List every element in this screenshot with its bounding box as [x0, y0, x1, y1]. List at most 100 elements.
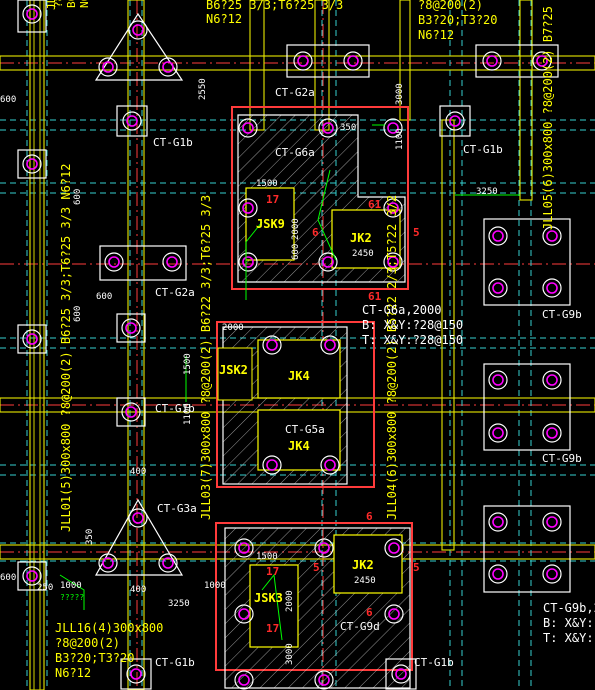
note-g9b-line3: T: X&Y:?2: [543, 631, 595, 645]
beam-label-left-vertical: JLL01(5)300x800 ?8@200(2) B6?25 3/3;T6?2…: [59, 164, 73, 532]
pile-circle: [262, 455, 282, 475]
pile-circle: [121, 318, 141, 338]
pile-circle: [532, 51, 552, 71]
mark-6-a: 6: [312, 226, 319, 239]
beam-label-bottom-left-3: B3?20;T3?20: [55, 651, 134, 665]
dim-600-left-c: 600: [96, 292, 112, 302]
beam-label-bottom-left-4: N6?12: [55, 666, 91, 680]
pit-label-jk2-top: JK2: [350, 231, 372, 245]
pile-circle: [98, 553, 118, 573]
beam-label-bottom-left-1: JLL16(4)300x800: [55, 621, 163, 635]
cap-label-g1b-right: CT-G1b: [463, 143, 503, 156]
pile-circle: [318, 118, 338, 138]
cap-label-g1b-left: CT-G1b: [153, 136, 193, 149]
dim-250: 250: [37, 583, 53, 593]
mark-5-a: 5: [413, 226, 420, 239]
pit-label-jk4-top: JK4: [288, 369, 310, 383]
piles: [22, 4, 562, 690]
dim-2000-mid: 2000: [222, 323, 244, 333]
pile-circle: [238, 252, 258, 272]
dim-1500-top: 1500: [256, 179, 278, 189]
pile-circle: [384, 538, 404, 558]
cap-label-g2a-top: CT-G2a: [275, 86, 315, 99]
cap-label-g9b-mid: CT-G9b: [542, 452, 582, 465]
beam-label-top-left-3: B6?25: [65, 0, 78, 8]
cap-label-g1b-lower: CT-G1b: [155, 402, 195, 415]
pile-circle: [383, 252, 403, 272]
leader-lines: [59, 124, 520, 641]
beam-label-top-left-2: ?8@20: [52, 0, 65, 8]
pile-circle: [158, 553, 178, 573]
pile-caps: [17, 0, 571, 690]
pit-label-jsk2: JSK2: [219, 363, 248, 377]
pile-circle: [238, 198, 258, 218]
pile-circle: [128, 508, 148, 528]
pile-circle: [542, 564, 562, 584]
dim-1100-mid: 1100: [183, 403, 193, 425]
cap-label-g6a: CT-G6a: [275, 146, 315, 159]
mark-17-b: 17: [266, 565, 279, 578]
pile-circle: [98, 57, 118, 77]
pile-circle: [488, 564, 508, 584]
mark-6-c: 6: [366, 606, 373, 619]
dim-3000-top: 3000: [395, 83, 405, 105]
dim-400-a: 400: [130, 467, 146, 477]
beam-label-mid-vertical-1: JLL03(7)300x800 ?8@200(2) B6?22 3/3;T6?2…: [199, 195, 213, 520]
pit-jsk9: [245, 187, 295, 261]
pile-circle: [320, 455, 340, 475]
pile-circle: [320, 335, 340, 355]
note-g6a-line3: T: X&Y:?28@150: [362, 333, 463, 347]
dim-1100-top: 1100: [395, 128, 405, 150]
note-g9b-line1: CT-G9b,2: [543, 601, 595, 615]
pile-circle: [542, 370, 562, 390]
beam-label-top-right-3: N6?12: [418, 28, 454, 42]
pile-circle: [488, 278, 508, 298]
green-note: ?????: [60, 593, 84, 602]
pile-circle: [104, 252, 124, 272]
highlight-top: [231, 106, 409, 290]
dim-600-left-a: 600: [0, 95, 16, 105]
pile-circle: [384, 604, 404, 624]
pile-circle: [158, 57, 178, 77]
beam-label-bottom-left-2: ?8@200(2): [55, 636, 120, 650]
beam-label-top-right-2: B3?20;T3?20: [418, 13, 497, 27]
dim-600-jsk9: 600: [291, 244, 301, 260]
cap-label-g2a-mid: CT-G2a: [155, 286, 195, 299]
mark-6-b: 6: [366, 510, 373, 523]
mark-17-a: 17: [266, 193, 279, 206]
pile-circle: [234, 604, 254, 624]
pile-circle: [121, 402, 141, 422]
dim-350-top: 350: [340, 123, 356, 133]
pile-circle: [318, 252, 338, 272]
pile-circle: [542, 278, 562, 298]
pit-label-jk4-bottom: JK4: [288, 439, 310, 453]
pile-circle: [234, 538, 254, 558]
pile-circle: [488, 226, 508, 246]
dim-2450-bottom: 2450: [354, 576, 376, 586]
pile-circle: [314, 670, 334, 690]
dim-3250-bottom: 3250: [168, 599, 190, 609]
note-g6a-line1: CT-G6a,2000: [362, 303, 441, 317]
note-g6a-line2: B: X&Y:?28@150: [362, 318, 463, 332]
dim-2550: 2550: [198, 78, 208, 100]
pit-label-jsk3: JSK3: [254, 591, 283, 605]
pile-circle: [122, 111, 142, 131]
dim-2000-bottom: 2000: [285, 590, 295, 612]
cap-label-g5a: CT-G5a: [285, 423, 325, 436]
pile-circle: [391, 664, 411, 684]
dim-400-b: 400: [130, 585, 146, 595]
beam-label-mid-vertical-2: JLL04(6)300x800 ?8@200(2) B5?22 2/3;T5?2…: [385, 195, 399, 520]
mark-5-b: 5: [313, 561, 320, 574]
pile-circle: [128, 20, 148, 40]
cap-label-g3a: CT-G3a: [157, 502, 197, 515]
cap-label-g1b-bottom-right: CT-G1b: [414, 656, 454, 669]
pile-circle: [22, 4, 42, 24]
beam-label-top-mid-1: B6?25 3/3;T6?25 3/3: [206, 0, 343, 12]
pile-circle: [22, 329, 42, 349]
mark-61-b: 61: [368, 290, 382, 303]
pile-circle: [488, 512, 508, 532]
dim-1500-bottom: 1500: [256, 552, 278, 562]
pile-circle: [262, 335, 282, 355]
dim-600-left-b: 600: [73, 189, 83, 205]
